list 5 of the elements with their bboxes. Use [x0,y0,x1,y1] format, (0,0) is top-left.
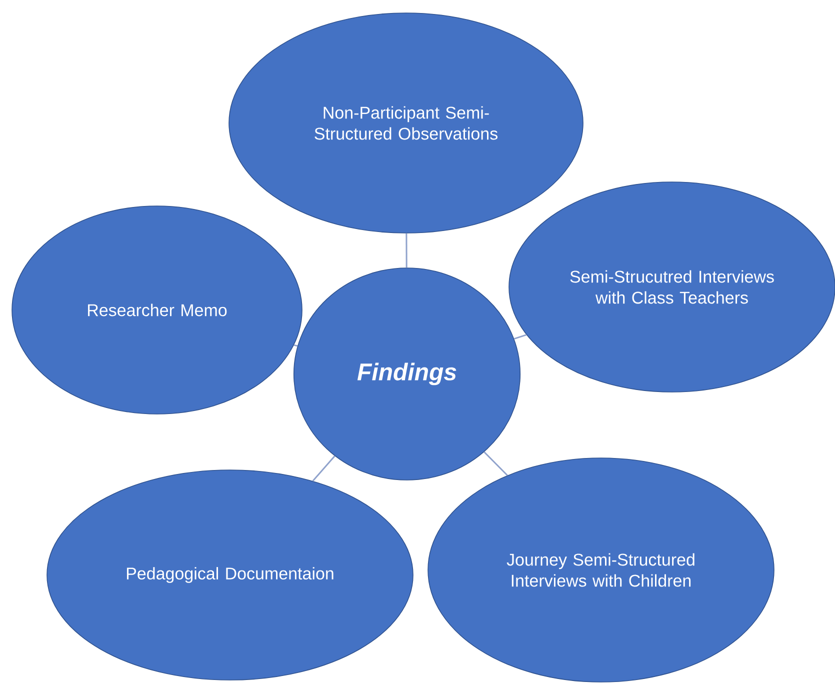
connector-line [484,451,508,476]
connector-line [514,334,527,340]
connector-line [312,456,336,482]
connector-line [406,233,408,268]
connector-line [294,344,298,347]
